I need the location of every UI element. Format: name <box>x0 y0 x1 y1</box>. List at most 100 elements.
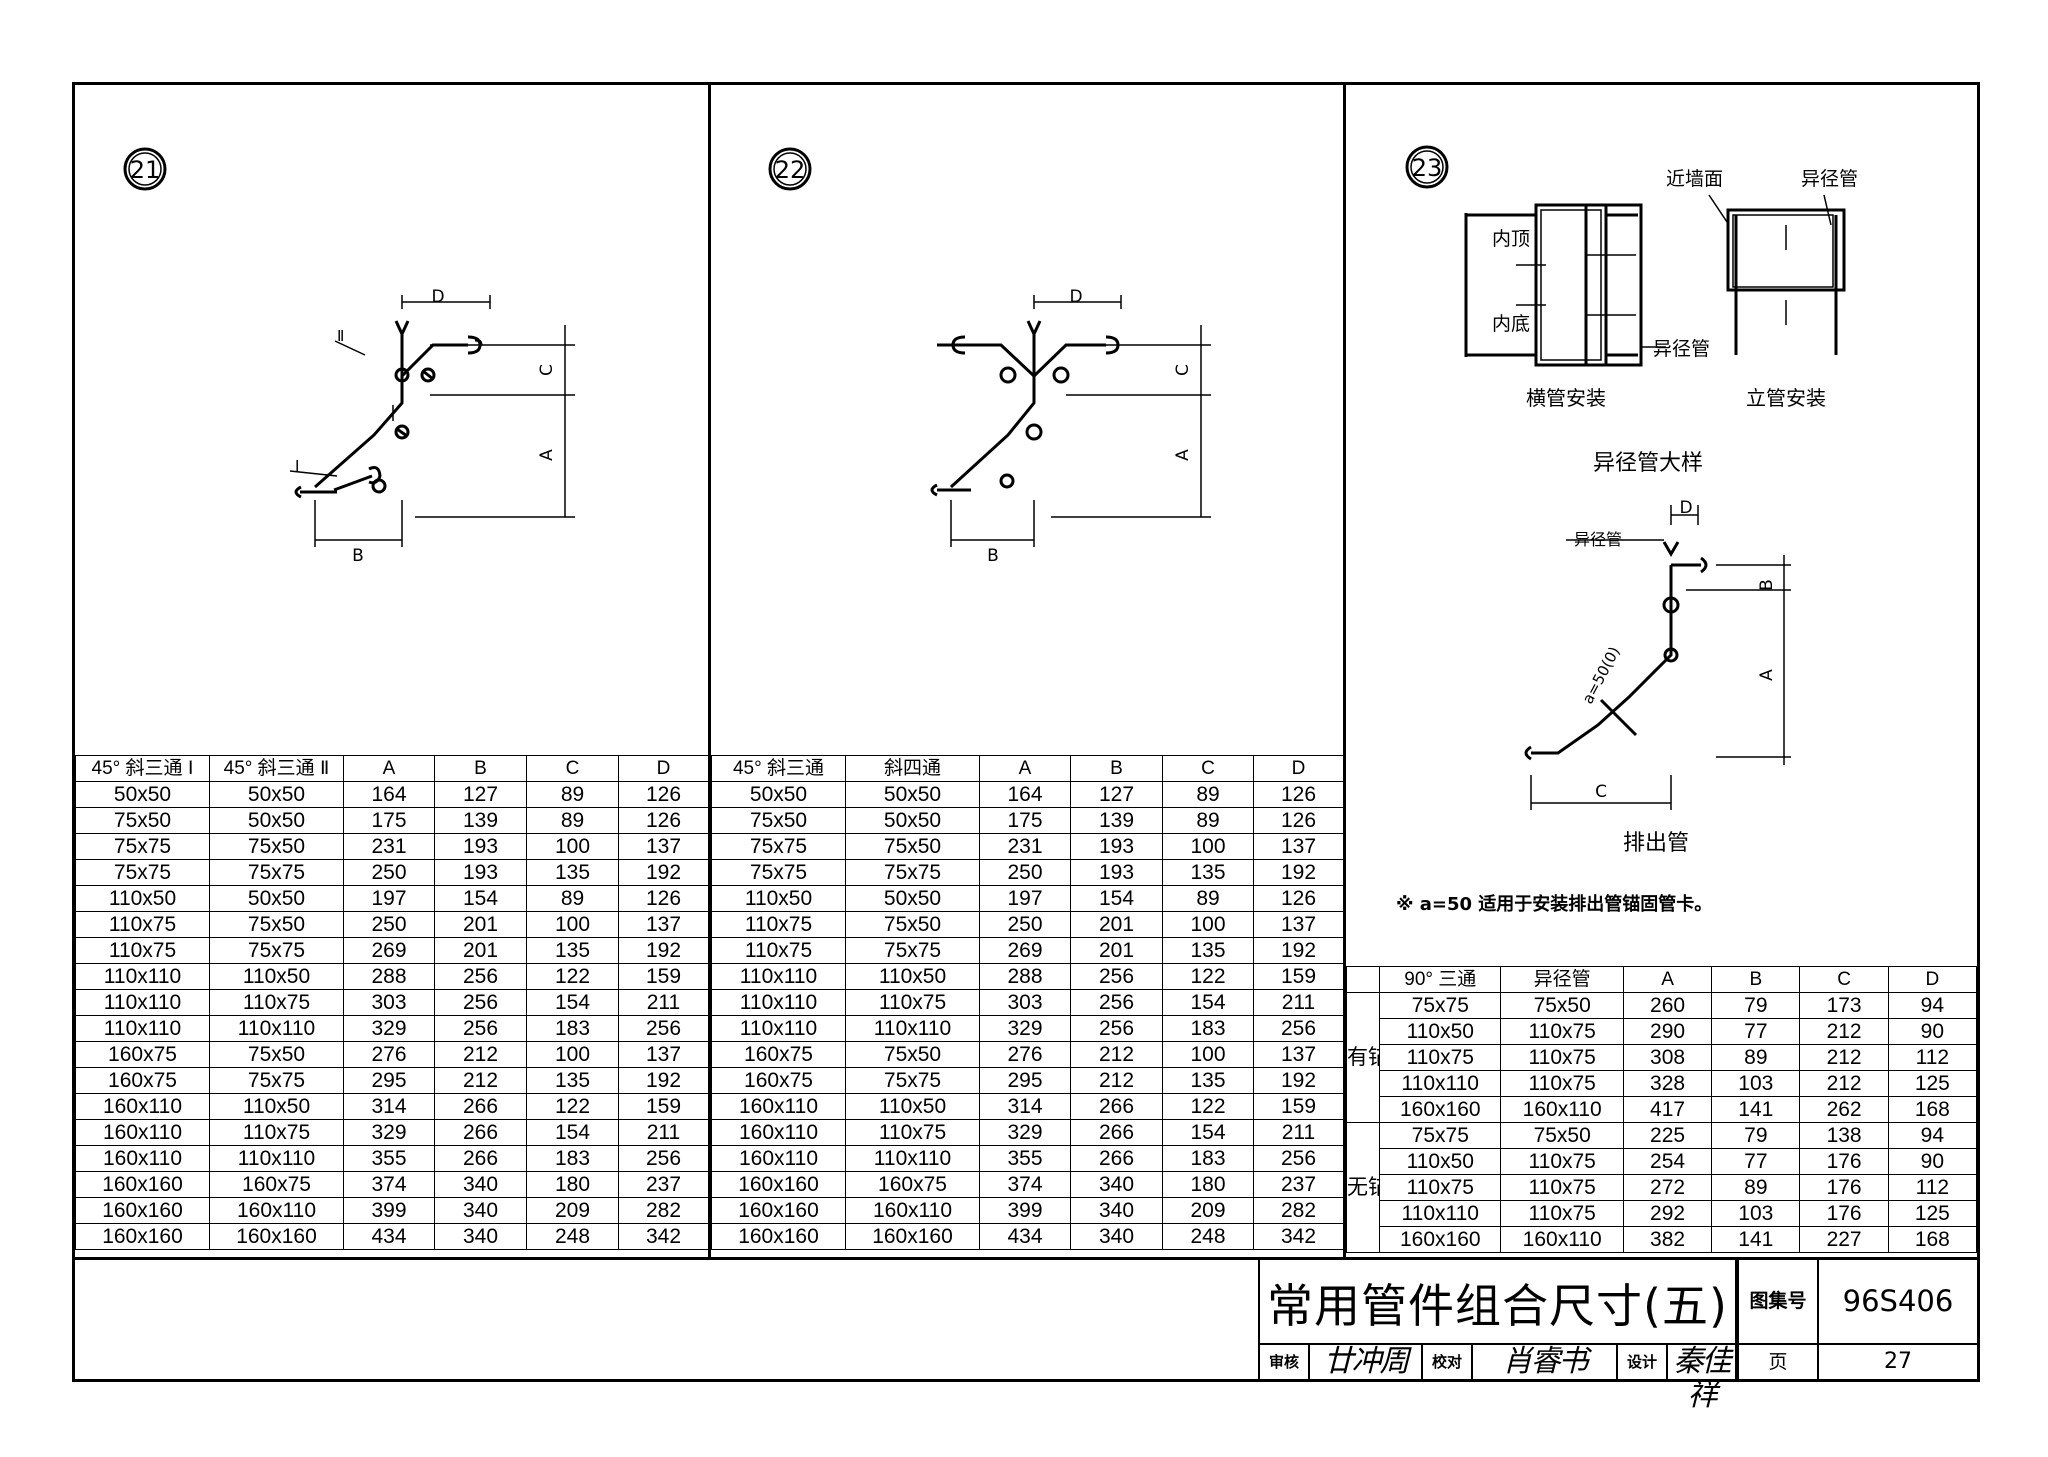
table-cell: 160x110 <box>209 1197 344 1224</box>
table-cell: 137 <box>1253 833 1344 860</box>
table-cell: 192 <box>1253 937 1344 964</box>
table-cell: 212 <box>434 1067 527 1094</box>
review-label: 审核 <box>1268 1353 1299 1371</box>
table-cell: 75x50 <box>209 1041 344 1068</box>
table-cell: 328 <box>1622 1070 1713 1097</box>
table-cell: 160x110 <box>845 1197 980 1224</box>
col-header: 异径管 <box>1500 966 1624 993</box>
label-reducer: 异径管 <box>1653 338 1710 360</box>
table-cell: 399 <box>979 1197 1071 1224</box>
table-cell: 355 <box>343 1145 435 1172</box>
title-block-rule <box>1258 1343 1977 1345</box>
table-cell: 122 <box>526 963 619 990</box>
table-cell: 94 <box>1887 1122 1978 1149</box>
table-cell: 288 <box>343 963 435 990</box>
table-cell: 126 <box>1253 781 1344 808</box>
dim-label-c: C <box>537 364 557 376</box>
table-row: 无锚固管卡75x7575x502257913894 <box>1345 1122 1978 1253</box>
table-cell: 112 <box>1887 1174 1978 1201</box>
table-cell: 159 <box>1253 963 1344 990</box>
table-cell: 75x50 <box>75 807 210 834</box>
table-cell: 110x75 <box>845 1119 980 1146</box>
page-number: 27 <box>1817 1345 1977 1379</box>
table-cell: 127 <box>434 781 527 808</box>
table-cell: 192 <box>618 1067 709 1094</box>
table-cell: 79 <box>1711 992 1801 1019</box>
table-cell: 256 <box>434 963 527 990</box>
table-cell: 75x75 <box>209 937 344 964</box>
table-cell: 254 <box>1622 1148 1713 1175</box>
table-cell: 110x110 <box>1379 1200 1502 1227</box>
table-cell: 160x75 <box>711 1041 846 1068</box>
table-cell: 89 <box>1711 1174 1801 1201</box>
table-cell: 211 <box>1253 989 1344 1016</box>
table-cell: 50x50 <box>75 781 210 808</box>
table-cell: 110x50 <box>1379 1148 1502 1175</box>
detail-23-diagram: 内顶 内底 异径管 近墙面 异径管 横管安装 立管安装 异径管大样 异径管 D … <box>1396 145 1858 915</box>
col-header: C <box>1162 755 1254 782</box>
table-cell: 269 <box>979 937 1071 964</box>
title-block: 常用管件组合尺寸(五) 图集号 96S406 审核 廿冲周 校对 肖睿书 设计 … <box>1258 1260 1977 1413</box>
table-cell: 209 <box>1162 1197 1254 1224</box>
table-cell: 126 <box>1253 807 1344 834</box>
table-cell: 160x160 <box>1379 1096 1502 1123</box>
table-cell: 256 <box>618 1015 709 1042</box>
table-cell: 77 <box>1711 1018 1801 1045</box>
table-cell: 250 <box>343 859 435 886</box>
table-cell: 100 <box>1162 1041 1254 1068</box>
table-cell: 212 <box>1799 1070 1889 1097</box>
table-cell: 201 <box>1070 937 1163 964</box>
table-cell: 154 <box>1162 1119 1254 1146</box>
table-cell: 110x75 <box>711 911 846 938</box>
col-header: B <box>1711 966 1801 993</box>
drawing-title: 常用管件组合尺寸(五) <box>1267 1279 1728 1333</box>
title-cell: 常用管件组合尺寸(五) <box>1258 1260 1737 1343</box>
table-cell: 250 <box>979 911 1071 938</box>
table-cell: 329 <box>343 1119 435 1146</box>
table-cell: 266 <box>1070 1093 1163 1120</box>
table-cell: 75x75 <box>845 859 980 886</box>
table-cell: 154 <box>1070 885 1163 912</box>
table-cell: 164 <box>343 781 435 808</box>
table-cell: 141 <box>1711 1096 1801 1123</box>
table-cell: 266 <box>434 1119 527 1146</box>
label-inner-top: 内顶 <box>1492 228 1530 250</box>
table-cell: 295 <box>343 1067 435 1094</box>
label-reducer: 异径管 <box>1574 530 1622 549</box>
col-header: C <box>1799 966 1889 993</box>
table-cell: 110x75 <box>1379 1174 1502 1201</box>
table-cell: 110x110 <box>711 989 846 1016</box>
table-cell: 110x110 <box>845 1145 980 1172</box>
table-cell: 110x50 <box>711 885 846 912</box>
table-cell: 110x110 <box>75 963 210 990</box>
table-cell: 110x75 <box>1500 1044 1624 1071</box>
table-cell: 154 <box>526 989 619 1016</box>
table-header-row: 90° 三通 异径管 A B C D <box>1345 966 1978 993</box>
table-cell: 110x75 <box>75 937 210 964</box>
table-cell: 75x75 <box>209 859 344 886</box>
table-header-row: 45° 斜三通 斜四通 A B C D <box>711 755 1344 782</box>
table-cell: 100 <box>1162 833 1254 860</box>
table-cell: 212 <box>1070 1067 1163 1094</box>
table-cell: 173 <box>1799 992 1889 1019</box>
table-cell: 329 <box>979 1119 1071 1146</box>
table-cell: 159 <box>1253 1093 1344 1120</box>
label-drain-pipe: 排出管 <box>1623 831 1689 856</box>
dim-label-a-offset: a=50(0) <box>1579 644 1624 707</box>
table-cell: 256 <box>1253 1145 1344 1172</box>
table-cell: 75x75 <box>845 937 980 964</box>
table-cell: 122 <box>526 1093 619 1120</box>
table-cell: 160x110 <box>1500 1226 1624 1253</box>
